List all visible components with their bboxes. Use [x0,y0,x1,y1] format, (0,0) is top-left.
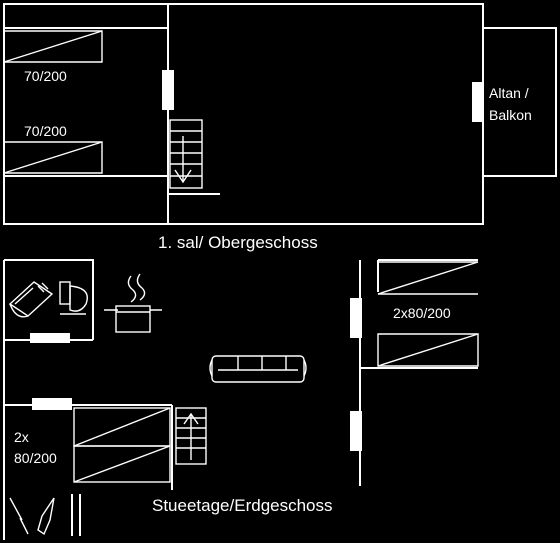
upper-bed-top-label: 70/200 [24,68,67,84]
toilet-icon [59,281,88,315]
upper-door [162,70,174,110]
ground-bed-right-label: 2x80/200 [393,305,451,321]
balcony-door [472,82,484,122]
upper-floor: 70/200 70/200 Altan / Balkon [3,3,557,225]
balcony-label-line2: Balkon [489,107,532,123]
ground-bed-left-bottom [73,445,171,483]
upper-floor-title: 1. sal/ Obergeschoss [158,233,318,252]
ground-stairs-icon [175,407,207,465]
upper-bed-bottom-diagonal [3,141,103,174]
upper-bed-bottom-label: 70/200 [24,123,67,139]
ground-right-door-top [350,298,362,338]
bathroom-door [30,333,70,343]
sink-icon [8,281,54,318]
upper-bed-bottom [4,141,103,174]
upper-outer-wall [3,3,557,225]
ground-bed-door [32,398,72,410]
ground-floor-title: Stueetage/Erdgeschoss [152,496,333,515]
ground-floor: 2x80/200 2x 80/200 [3,259,479,540]
upper-bed-top-diagonal [3,30,103,63]
ground-bed-left-bottom-diagonal [73,445,171,483]
ground-bed-left-label-line2: 80/200 [14,450,57,466]
broom-icon [9,494,81,536]
ground-bed-right-top [378,261,478,295]
ground-bed-left-top-diagonal [73,407,171,447]
ground-bed-right-bottom [377,333,479,367]
ground-bed-right-top-diagonal [377,261,479,295]
sofa-icon [209,355,307,383]
cooking-pot-icon [104,273,162,333]
ground-outer-wall [3,259,478,540]
upper-bed-top [4,30,103,63]
ground-bed-left-label-line1: 2x [14,429,29,445]
ground-bed-right-bottom-diagonal [377,333,479,367]
balcony-label-line1: Altan / [489,85,529,101]
stairs-icon [169,119,203,189]
ground-right-door-bottom [350,411,362,451]
